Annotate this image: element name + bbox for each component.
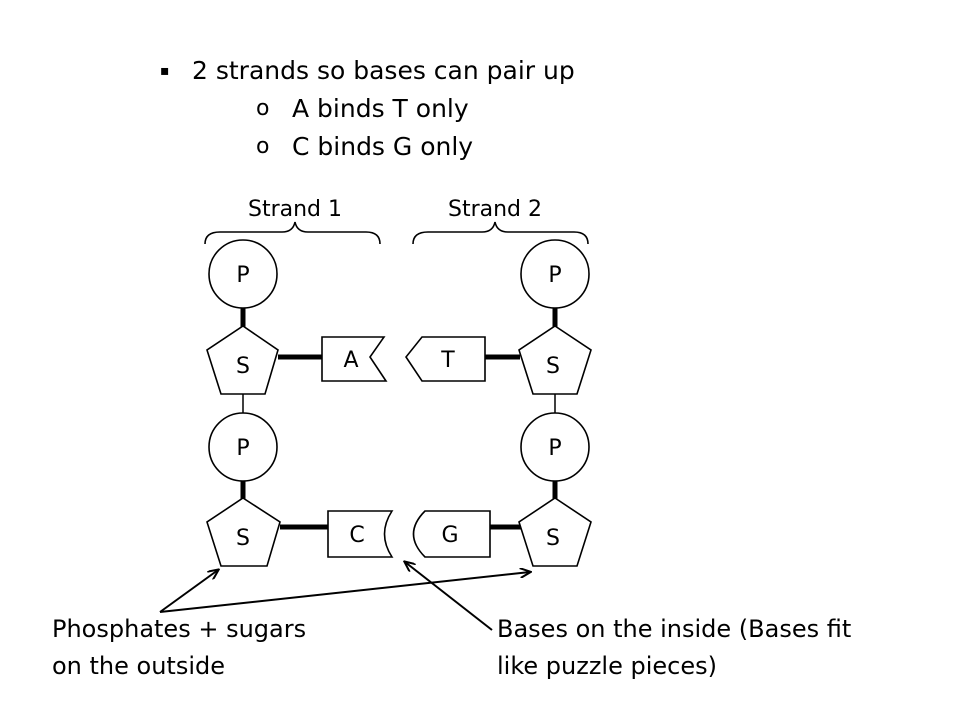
base-t-shape xyxy=(405,336,486,382)
circle-bullet-icon: o xyxy=(256,96,270,121)
caption-left-line2: on the outside xyxy=(52,652,225,680)
sugar-icon xyxy=(518,497,592,567)
phosphate-icon xyxy=(208,239,278,309)
circle-bullet-icon: o xyxy=(256,134,270,159)
sugar-icon xyxy=(206,325,279,395)
phosphate-label: P xyxy=(548,436,561,461)
strand2-label: Strand 2 xyxy=(448,197,542,222)
sugar-label: S xyxy=(236,354,250,379)
base-c-shape xyxy=(327,510,394,558)
sugar-label: S xyxy=(546,354,560,379)
base-g-label: G xyxy=(441,523,458,548)
base-g-shape xyxy=(412,510,491,558)
arrow-to-bases xyxy=(405,562,493,631)
sugar-label: S xyxy=(236,526,250,551)
bullet-main-text: 2 strands so bases can pair up xyxy=(192,56,575,85)
phosphate-icon xyxy=(208,412,278,482)
strand2-brace xyxy=(412,221,589,245)
square-bullet-icon: ▪ xyxy=(160,63,170,79)
arrow-to-strand2-sugar xyxy=(159,572,530,613)
sugar-icon xyxy=(518,325,592,395)
caption-right-line1: Bases on the inside (Bases fit xyxy=(497,615,851,643)
caption-left-line1: Phosphates + sugars xyxy=(52,615,306,643)
base-a-label: A xyxy=(343,348,358,373)
bullet-sub-at-text: A binds T only xyxy=(292,94,469,123)
base-c-label: C xyxy=(349,523,364,548)
bullet-sub-at: o A binds T only xyxy=(160,90,575,128)
sugar-label: S xyxy=(546,526,560,551)
base-t-label: T xyxy=(440,348,455,373)
arrow-to-strand1-sugar xyxy=(159,570,218,613)
bullet-sub-cg: o C binds G only xyxy=(160,128,575,166)
strand1-brace xyxy=(204,221,381,245)
base-a-shape xyxy=(321,336,388,382)
phosphate-label: P xyxy=(236,436,249,461)
bullet-sub-cg-text: C binds G only xyxy=(292,132,474,161)
bullet-main: ▪ 2 strands so bases can pair up xyxy=(160,52,575,90)
phosphate-label: P xyxy=(236,263,249,288)
phosphate-icon xyxy=(520,239,590,309)
strand1-label: Strand 1 xyxy=(248,197,342,222)
bullet-list: ▪ 2 strands so bases can pair up o A bin… xyxy=(160,52,575,166)
caption-right-line2: like puzzle pieces) xyxy=(497,652,717,680)
sugar-icon xyxy=(206,497,281,567)
phosphate-icon xyxy=(520,412,590,482)
phosphate-label: P xyxy=(548,263,561,288)
